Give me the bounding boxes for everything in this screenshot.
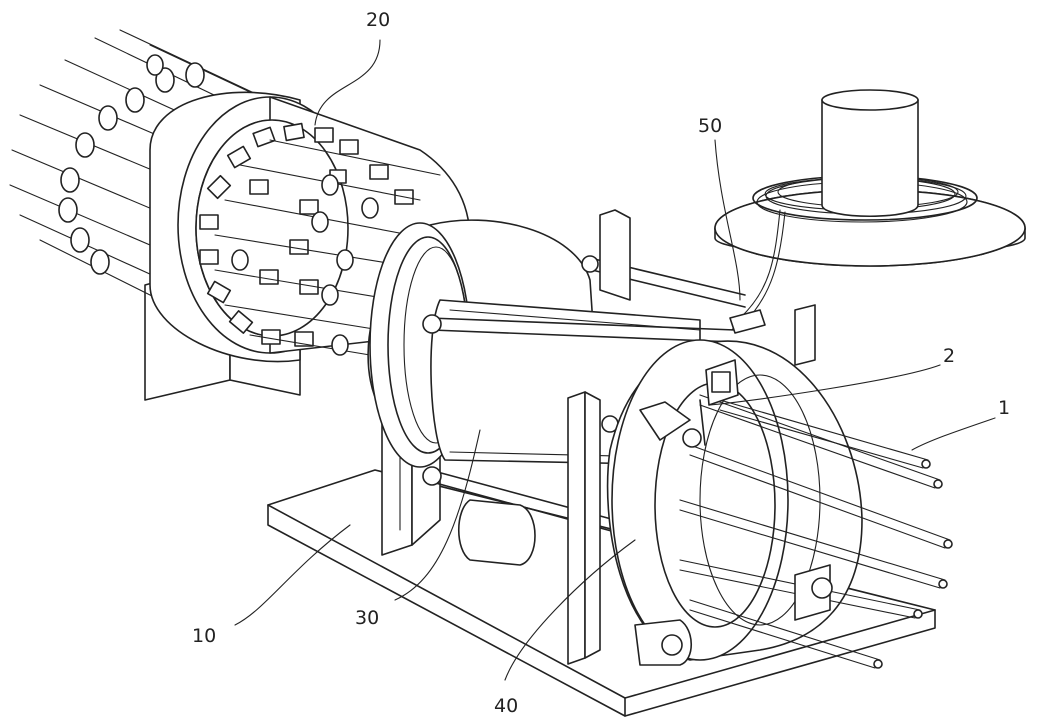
motor bbox=[459, 500, 535, 565]
clamp-feet bbox=[635, 620, 691, 665]
label-50: 50 bbox=[698, 115, 722, 137]
label-40: 40 bbox=[494, 695, 518, 717]
wire-feeder bbox=[715, 90, 1025, 333]
leader-1 bbox=[912, 418, 995, 450]
label-30: 30 bbox=[355, 607, 379, 629]
label-20: 20 bbox=[366, 9, 390, 31]
label-1: 1 bbox=[998, 397, 1010, 419]
label-10: 10 bbox=[192, 625, 216, 647]
label-2: 2 bbox=[943, 345, 955, 367]
leader-20 bbox=[315, 40, 380, 125]
